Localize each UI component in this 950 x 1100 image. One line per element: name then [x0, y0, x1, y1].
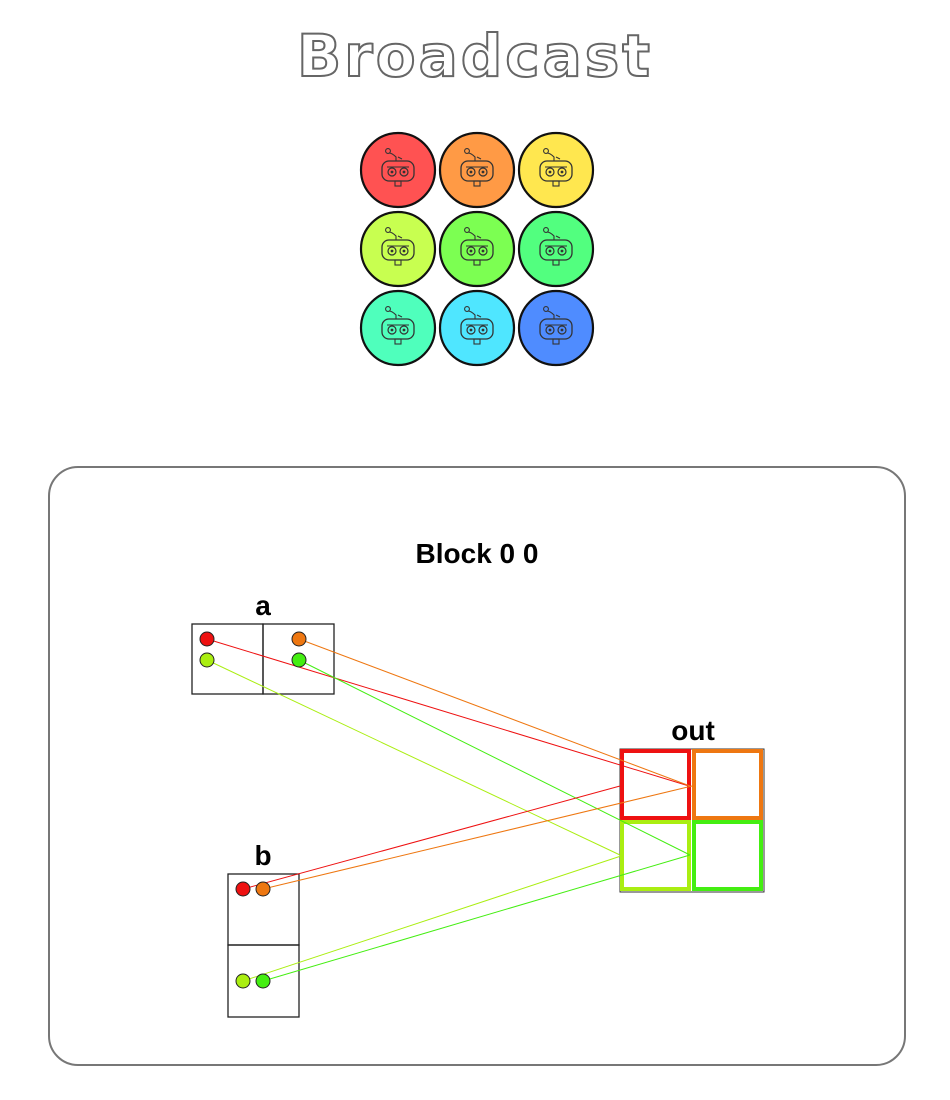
- out-cell-10: [620, 820, 691, 891]
- b-dot-lime: [235, 973, 251, 989]
- a-dot-orange: [291, 631, 307, 647]
- line-a-orange: [298, 638, 691, 787]
- a-dot-red: [199, 631, 215, 647]
- out-cell-01: [692, 749, 763, 820]
- line-b-green: [262, 854, 691, 982]
- tensor-out-label: out: [671, 715, 715, 746]
- line-a-green: [298, 659, 691, 856]
- line-a-lime: [206, 659, 621, 856]
- b-dot-red: [235, 881, 251, 897]
- b-cell-1: [227, 944, 300, 1018]
- line-b-lime: [242, 855, 622, 982]
- page-title: Broadcast: [296, 21, 654, 91]
- dots: [199, 631, 307, 989]
- b-dot-orange: [255, 881, 271, 897]
- line-a-red: [206, 638, 690, 787]
- out-cell-00: [620, 749, 691, 820]
- block-title: Block 0 0: [416, 538, 539, 569]
- a-dot-green: [291, 652, 307, 668]
- out-grid: [619, 748, 765, 893]
- tensor-a-label: a: [255, 590, 271, 621]
- line-b-red: [242, 785, 621, 890]
- tensor-b-label: b: [254, 840, 271, 871]
- a-cell-1: [262, 623, 335, 695]
- b-dot-green: [255, 973, 271, 989]
- line-b-orange: [262, 785, 693, 890]
- a-dot-lime: [199, 652, 215, 668]
- out-cell-11: [692, 820, 763, 891]
- connector-lines: [206, 638, 693, 982]
